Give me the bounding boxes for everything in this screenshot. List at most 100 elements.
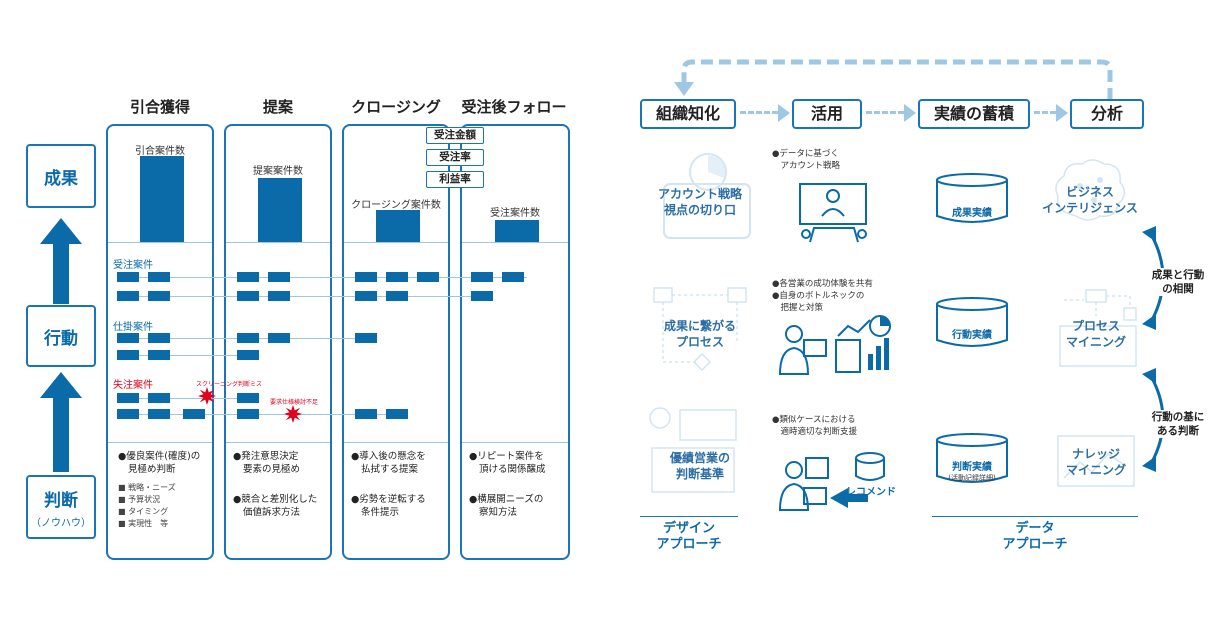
bullet-line: 把握と対策: [772, 303, 824, 313]
kpi-profit-rate: 利益率: [426, 171, 484, 188]
kpi-order-amount: 受注金額: [426, 127, 484, 144]
up-arrow-icon: [40, 372, 82, 472]
metric-bar: [495, 220, 539, 242]
case-block: [502, 272, 524, 282]
brain-icon: [1055, 159, 1126, 221]
analysis-bi-label: ビジネス インテリジェンス: [1034, 184, 1146, 216]
recommend-label: レコメンド: [846, 487, 896, 498]
note-col4-a: ●リピート案件を 頂ける関係醸成: [469, 450, 546, 476]
phase-title-inquiry: 引合獲得: [129, 98, 190, 116]
case-block: [386, 272, 408, 282]
judgment-label: 判断: [44, 490, 78, 511]
note-col2-b: ●競合と差別化した 価値訴求方法: [233, 493, 317, 519]
label-line: プロセス: [675, 335, 724, 349]
data-section-line: [932, 516, 1138, 517]
presentation-meeting-icon: [799, 183, 867, 243]
divider: [462, 442, 568, 443]
failure-burst-icon: [198, 387, 216, 405]
note-line: 要素の見極め: [243, 464, 301, 475]
label-line: デザイン: [662, 521, 715, 536]
flow-step-use: 活用: [792, 99, 862, 129]
metric-label: 引合案件数: [135, 146, 185, 157]
record-result-label: 成果実績: [952, 208, 992, 219]
divider: [108, 442, 212, 443]
database-icon: [936, 433, 1008, 483]
note-line: ●優良案件(確度)の: [118, 451, 201, 462]
loop-arrow-icon: [674, 59, 1113, 100]
note-line: ■ 戦略・ニーズ: [118, 483, 176, 492]
design-section-line: [640, 516, 738, 517]
flow-arrow: [740, 111, 778, 115]
case-block: [117, 272, 139, 282]
data-section-label: データ アプローチ: [932, 521, 1138, 553]
analysis-km-label: ナレッジ マイニング: [1040, 446, 1152, 478]
bullet-line: アカウント戦略: [772, 161, 841, 171]
case-block: [148, 393, 170, 403]
row-label-in-progress: 仕掛案件: [113, 322, 153, 333]
flow-arrow: [866, 111, 904, 115]
bullet-line: ●各営業の成功体験を共有: [772, 279, 873, 289]
case-block: [148, 272, 170, 282]
design-section-label: デザイン アプローチ: [640, 521, 738, 553]
phase-title-proposal: 提案: [262, 98, 293, 116]
label-line: 行動の基に: [1151, 411, 1205, 423]
recommend-user-icon: [778, 452, 885, 511]
note-col1: ●優良案件(確度)の 見極め判断: [118, 450, 200, 476]
note-line: 価値訴求方法: [243, 507, 301, 518]
flow-line: [117, 414, 407, 415]
divider: [226, 242, 330, 243]
use-bullets-3: ●類似ケースにおける 適時適切な判断支援: [772, 414, 857, 438]
correlation-label-2: 行動の基に ある判断: [1140, 410, 1216, 438]
pie-chart-icon: [663, 153, 751, 239]
note-line: 払拭する提案: [361, 464, 419, 475]
case-block: [417, 272, 439, 282]
label-line: 優績営業の: [669, 451, 730, 465]
result-box: 成果: [26, 144, 96, 208]
judgment-sublabel: （ノウハウ）: [31, 517, 91, 529]
note-line: ●発注意思決定: [233, 451, 299, 462]
bullet-line: ●自身のボトルネックの: [772, 291, 865, 301]
label-line: 判断基準: [675, 467, 724, 481]
case-block: [148, 350, 170, 360]
process-flow-icon: [653, 287, 747, 372]
judgment-box: 判断 （ノウハウ）: [26, 475, 96, 539]
label-line: アプローチ: [1002, 537, 1068, 552]
divider: [108, 242, 212, 243]
case-block: [117, 291, 139, 301]
phase-column-followup: 受注案件数: [460, 124, 570, 560]
label-line: マイニング: [1065, 463, 1126, 477]
case-block: [355, 333, 377, 343]
note-col2-a: ●発注意思決定 要素の見極め: [233, 450, 300, 476]
metric-label: 提案案件数: [253, 166, 303, 177]
case-block: [148, 291, 170, 301]
case-block: [117, 409, 139, 419]
note-line: ■ 実現性 等: [118, 519, 169, 528]
divider: [462, 242, 568, 243]
case-block: [237, 350, 259, 360]
flow-step-analysis: 分析: [1070, 99, 1144, 129]
note-line: ●劣勢を逆転する: [351, 494, 426, 505]
case-block: [268, 333, 290, 343]
case-block: [355, 409, 377, 419]
metric-bar: [140, 156, 184, 242]
design-account-label: アカウント戦略 視点の切り口: [640, 186, 760, 218]
case-block: [268, 291, 290, 301]
database-icon: [936, 297, 1008, 347]
metric-label: クロージング案件数: [351, 200, 441, 211]
metric-label: 受注案件数: [490, 208, 540, 219]
record-judgment-label: 判断実績: [952, 462, 992, 473]
label-line: データ: [1015, 521, 1055, 536]
analytics-user-icon: [778, 315, 891, 375]
use-bullets-2: ●各営業の成功体験を共有 ●自身のボトルネックの 把握と対策: [772, 278, 873, 314]
divider: [344, 242, 448, 243]
report-icon: [649, 407, 737, 493]
bullet-line: 適時適切な判断支援: [772, 427, 858, 437]
row-label-lost: 失注案件: [113, 380, 153, 391]
label-line: 成果と行動: [1151, 269, 1205, 281]
label-line: の相関: [1162, 283, 1194, 295]
label-line: プロセス: [1071, 319, 1120, 333]
label-line: インテリジェンス: [1042, 201, 1138, 215]
note-line: 察知方法: [479, 507, 518, 518]
process-mining-icon: [1059, 289, 1137, 367]
analysis-pm-label: プロセス マイニング: [1040, 318, 1152, 350]
